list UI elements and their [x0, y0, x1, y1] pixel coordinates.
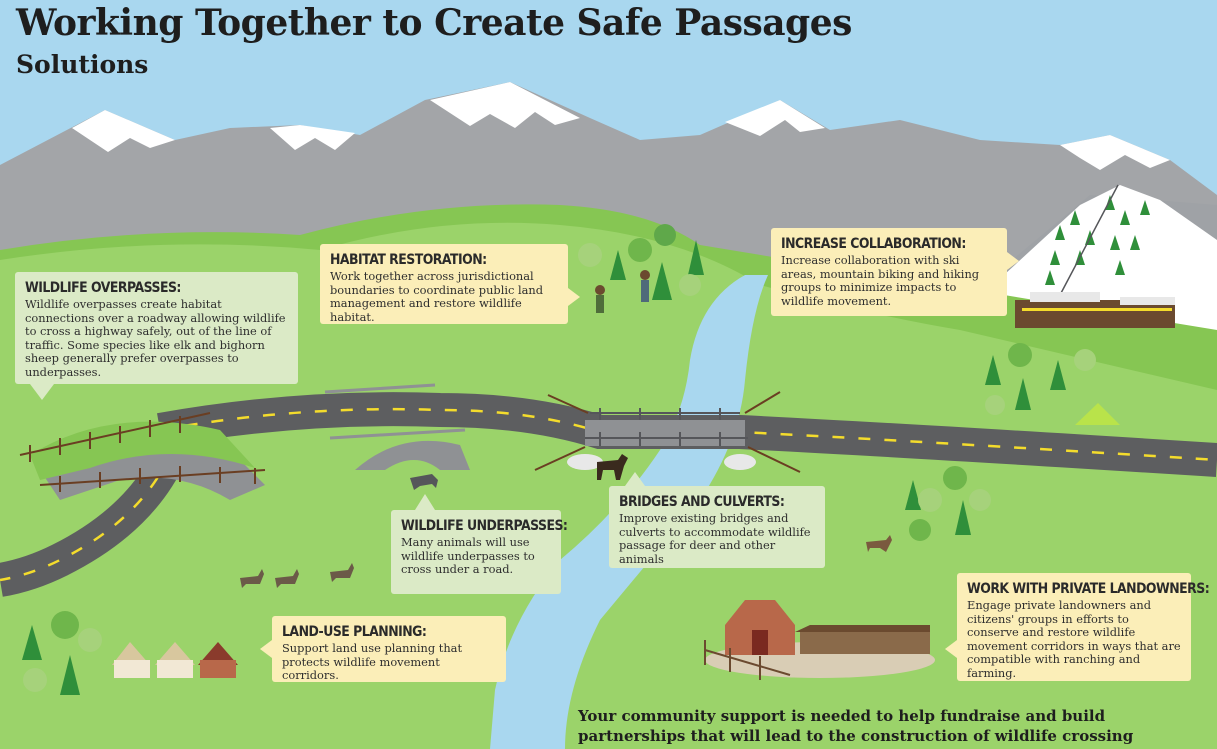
- callout-land-use-planning: LAND-USE PLANNING: Support land use plan…: [272, 616, 506, 682]
- overpass-top: [30, 421, 255, 480]
- callout-wildlife-overpasses: WILDLIFE OVERPASSES: Wildlife overpasses…: [15, 272, 298, 384]
- houses: [112, 642, 238, 678]
- ski-lodge: [1015, 292, 1175, 328]
- callout-increase-collaboration: INCREASE COLLABORATION: Increase collabo…: [771, 228, 1007, 316]
- snow-cap-2: [270, 125, 355, 150]
- snow-cap-3: [430, 82, 580, 128]
- callout-body: Increase collaboration with ski areas, m…: [781, 253, 980, 308]
- wolf: [410, 474, 438, 490]
- callout-heading: LAND-USE PLANNING:: [282, 624, 427, 640]
- snow-cap-4: [725, 100, 825, 136]
- ski-lift: [1059, 184, 1119, 296]
- callout-tail: [625, 472, 645, 486]
- page-title: Working Together to Create Safe Passages: [16, 2, 852, 44]
- callout-wildlife-underpasses: WILDLIFE UNDERPASSES: Many animals will …: [391, 510, 568, 594]
- bridge-rails: [585, 408, 748, 446]
- callout-body: Work together across jurisdictional boun…: [330, 269, 544, 324]
- road-lower-line: [0, 454, 172, 582]
- overpass-fence: [19, 412, 266, 492]
- callout-body: Support land use planning that protects …: [282, 641, 463, 683]
- callout-heading: WILDLIFE UNDERPASSES:: [401, 518, 568, 534]
- people-planting: [595, 270, 650, 313]
- trees-mid-right: [905, 466, 991, 541]
- snow-cap-1: [72, 110, 175, 152]
- underpass-rails: [324, 383, 466, 440]
- callout-heading: BRIDGES AND CULVERTS:: [619, 494, 785, 510]
- snow-cap-5: [1060, 135, 1170, 170]
- trees-right: [985, 343, 1096, 415]
- tent: [1075, 403, 1120, 425]
- moose: [597, 454, 628, 480]
- callout-bridges-and-culverts: BRIDGES AND CULVERTS: Improve existing b…: [609, 486, 825, 568]
- callout-tail: [415, 494, 435, 510]
- underpass-arch: [355, 440, 470, 470]
- bridge-fences: [534, 391, 801, 473]
- callout-heading: INCREASE COLLABORATION:: [781, 236, 966, 252]
- callout-heading: WORK WITH PRIVATE LANDOWNERS:: [967, 581, 1210, 597]
- callout-work-with-private-landowners: WORK WITH PRIVATE LANDOWNERS: Engage pri…: [957, 573, 1210, 681]
- callout-body: Many animals will use wildlife underpass…: [401, 535, 535, 577]
- callout-body: Improve existing bridges and culverts to…: [619, 511, 811, 566]
- footer-message: Your community support is needed to help…: [578, 707, 1134, 749]
- callout-tail: [568, 288, 580, 306]
- trees-habitat: [578, 224, 704, 300]
- callout-tail: [30, 384, 54, 400]
- callout-heading: WILDLIFE OVERPASSES:: [25, 280, 181, 296]
- rocks-left: [567, 454, 603, 470]
- page-subtitle: Solutions: [16, 50, 149, 79]
- callout-tail: [260, 640, 272, 658]
- road: [157, 392, 1217, 477]
- callout-tail: [945, 640, 957, 658]
- rocks-right: [724, 454, 756, 470]
- callout-tail: [1007, 252, 1019, 270]
- ranch: [704, 600, 935, 680]
- deer-herd: [240, 563, 354, 588]
- bridge-deck: [585, 420, 745, 446]
- callout-body: Engage private landowners and citizens' …: [967, 598, 1181, 680]
- callout-body: Wildlife overpasses create habitat conne…: [25, 297, 286, 379]
- ski-snow-slope: [955, 185, 1217, 330]
- deer-right: [866, 535, 892, 552]
- callout-heading: HABITAT RESTORATION:: [330, 252, 487, 268]
- trees-bottom-left: [22, 611, 102, 695]
- callout-habitat-restoration: HABITAT RESTORATION: Work together acros…: [320, 244, 568, 324]
